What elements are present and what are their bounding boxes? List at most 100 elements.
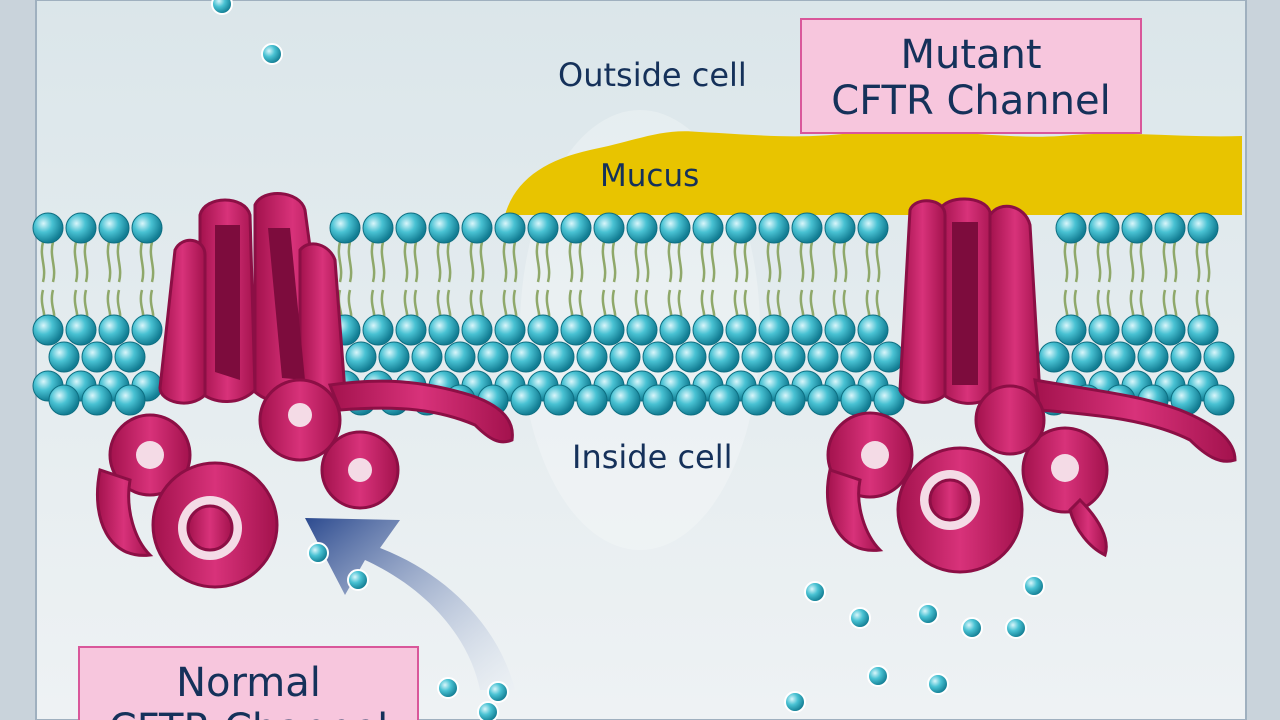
lipid-tail — [799, 241, 805, 283]
lipid-head — [131, 314, 163, 346]
lipid-head — [510, 384, 542, 416]
lipid-head — [873, 341, 905, 373]
lipid-tail — [578, 241, 584, 283]
lipid-tail — [667, 241, 673, 283]
lipid-tail — [634, 241, 640, 283]
lipid-head — [840, 384, 872, 416]
lipid-head — [576, 341, 608, 373]
lipid-head — [81, 341, 113, 373]
lipid-tail — [1195, 241, 1201, 283]
lipid-head — [1104, 341, 1136, 373]
lipid-head — [1203, 384, 1235, 416]
lipid-head — [543, 341, 575, 373]
lipid-head — [65, 314, 97, 346]
lipid-tail — [677, 241, 683, 283]
lipid-head — [791, 212, 823, 244]
lipid-head — [857, 212, 889, 244]
normal-cftr-label-box: Normal CFTR Channel — [78, 646, 419, 720]
lipid-tail — [700, 241, 706, 283]
lipid-head — [494, 212, 526, 244]
lipid-tail — [83, 241, 89, 283]
lipid-head — [1154, 212, 1186, 244]
ion — [437, 677, 459, 699]
lipid-tail — [842, 241, 848, 283]
lipid-head — [48, 384, 80, 416]
lipid-tail — [50, 241, 56, 283]
lipid-tail — [139, 241, 145, 283]
lipid-tail — [601, 241, 607, 283]
lipid-tail — [809, 241, 815, 283]
lipid-head — [411, 341, 443, 373]
lipid-tail — [545, 241, 551, 283]
normal-cftr-protein — [95, 192, 514, 589]
ion — [477, 701, 499, 720]
lipid-head — [32, 212, 64, 244]
lipid-head — [675, 341, 707, 373]
lipid-head — [527, 314, 559, 346]
lipid-head — [362, 314, 394, 346]
lipid-head — [131, 212, 163, 244]
ion-flow-arrow — [305, 518, 515, 690]
lipid-tail — [413, 241, 419, 283]
lipid-head — [1121, 212, 1153, 244]
lipid-tail — [1205, 241, 1211, 283]
lipid-head — [774, 384, 806, 416]
lipid-head — [65, 212, 97, 244]
lipid-head — [1055, 314, 1087, 346]
lipid-tail — [446, 241, 452, 283]
lipid-head — [824, 314, 856, 346]
lipid-tail — [644, 241, 650, 283]
lipid-head — [543, 384, 575, 416]
chloride-ions — [211, 0, 1045, 720]
lipid-tail — [106, 241, 112, 283]
lipid-head — [461, 212, 493, 244]
lipid-head — [378, 341, 410, 373]
lipid-head — [741, 341, 773, 373]
lipid-head — [560, 212, 592, 244]
lipid-tail — [347, 241, 353, 283]
ion — [961, 617, 983, 639]
ion — [261, 43, 283, 65]
lipid-tail — [1063, 241, 1069, 283]
lipid-head — [510, 341, 542, 373]
lipid-tail — [865, 241, 871, 283]
lipid-head — [791, 314, 823, 346]
lipid-head — [1071, 341, 1103, 373]
lipid-head — [362, 212, 394, 244]
lipid-head — [873, 384, 905, 416]
lipid-tail — [568, 241, 574, 283]
lipid-head — [1055, 212, 1087, 244]
lipid-head — [461, 314, 493, 346]
lipid-tail — [1129, 241, 1135, 283]
lipid-head — [659, 212, 691, 244]
lipid-head — [659, 314, 691, 346]
lipid-tail — [710, 241, 716, 283]
lipid-head — [444, 341, 476, 373]
lipid-head — [98, 314, 130, 346]
lipid-head — [692, 212, 724, 244]
lipid-tail — [149, 241, 155, 283]
lipid-head — [32, 314, 64, 346]
lipid-tail — [1139, 241, 1145, 283]
lipid-head — [477, 341, 509, 373]
mutant-label-line2: CFTR Channel — [831, 78, 1111, 124]
lipid-tail — [1106, 241, 1112, 283]
ion — [784, 691, 806, 713]
lipid-head — [758, 314, 790, 346]
inside-cell-label: Inside cell — [572, 438, 733, 476]
lipid-tail — [337, 241, 343, 283]
lipid-heads — [32, 212, 1235, 416]
mutant-cftr-label-box: Mutant CFTR Channel — [800, 18, 1142, 134]
ion — [849, 607, 871, 629]
ion — [211, 0, 233, 15]
lipid-tail — [832, 241, 838, 283]
ion — [307, 542, 329, 564]
lipid-head — [114, 384, 146, 416]
ion — [1005, 617, 1027, 639]
lipid-head — [626, 314, 658, 346]
lipid-tail — [1172, 241, 1178, 283]
lipid-head — [1121, 314, 1153, 346]
lipid-head — [428, 314, 460, 346]
lipid-head — [1187, 212, 1219, 244]
